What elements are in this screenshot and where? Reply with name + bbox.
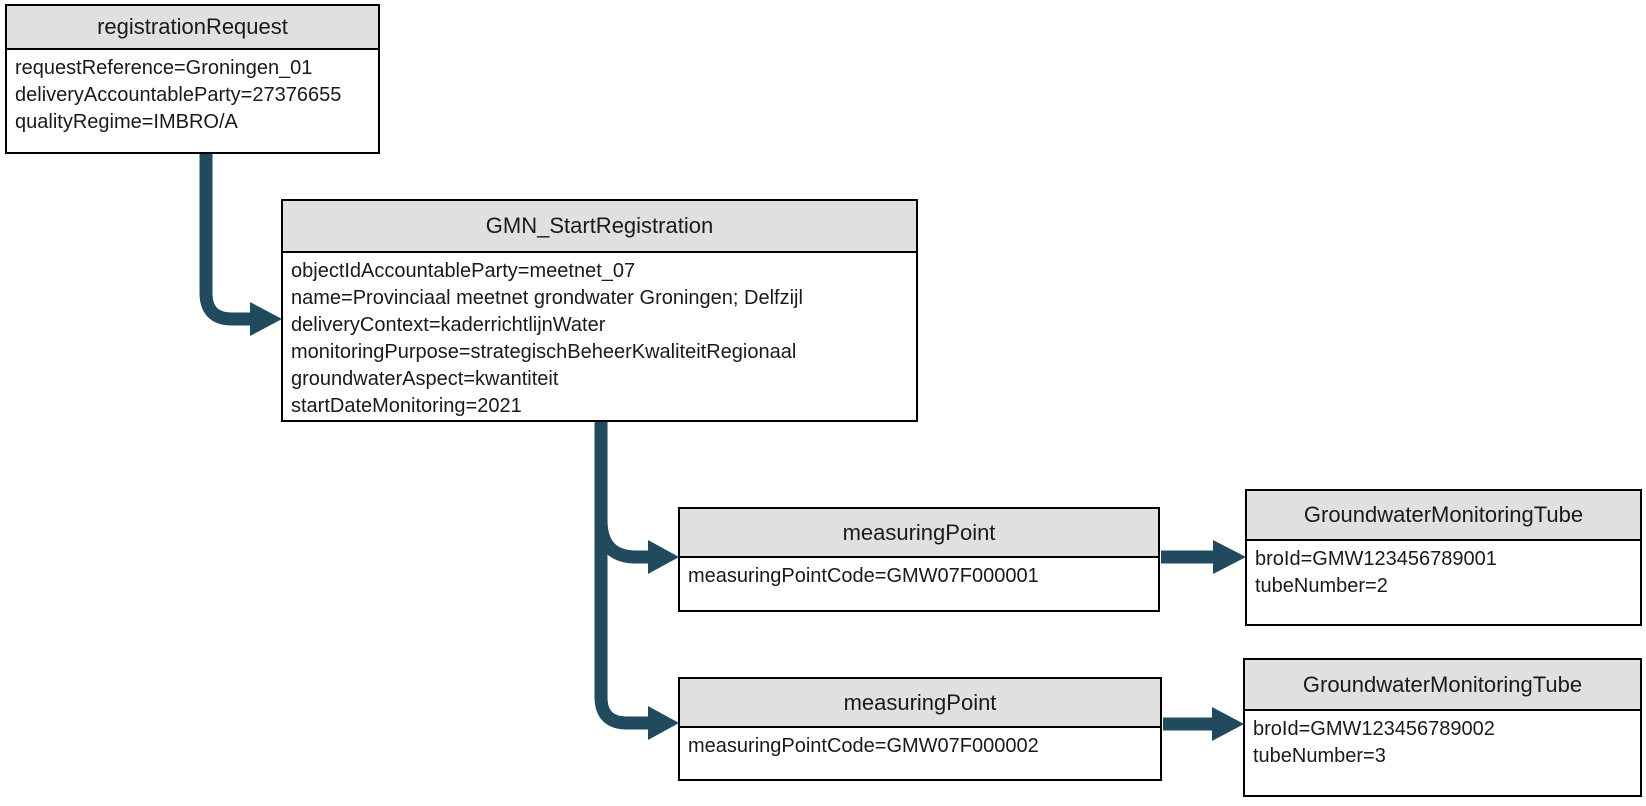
attribute-line: name=Provinciaal meetnet grondwater Gron…: [291, 287, 803, 309]
arrow-gmn-to-measuring-point-1: [594, 420, 679, 730]
measuring-point-2-box: measuringPoint measuringPointCode=GMW07F…: [678, 677, 1162, 781]
attribute-line: measuringPointCode=GMW07F000001: [688, 565, 1039, 587]
arrow-gmn-to-measuring-point-2: [648, 706, 679, 740]
gmn-start-registration-title: GMN_StartRegistration: [485, 213, 714, 238]
measuring-point-1-header: measuringPoint: [680, 509, 1158, 558]
gmn-start-registration-box: GMN_StartRegistration objectIdAccountabl…: [281, 199, 918, 422]
attribute-line: deliveryAccountableParty=27376655: [15, 84, 342, 106]
attribute-line: requestReference=Groningen_01: [15, 57, 313, 79]
attribute-line: measuringPointCode=GMW07F000002: [688, 735, 1039, 757]
attribute-line: deliveryContext=kaderrichtlijnWater: [291, 314, 606, 336]
registration-request-title: registrationRequest: [97, 14, 288, 39]
gmn-start-registration-header: GMN_StartRegistration: [283, 201, 916, 253]
arrow-measuring-point-1-to-tube-1: [1161, 540, 1246, 574]
registration-request-header: registrationRequest: [7, 6, 378, 50]
groundwater-monitoring-tube-1-box: GroundwaterMonitoringTube broId=GMW12345…: [1245, 489, 1642, 626]
attribute-line: tubeNumber=3: [1253, 745, 1386, 767]
attribute-line: objectIdAccountableParty=meetnet_07: [291, 260, 636, 282]
attribute-line: qualityRegime=IMBRO/A: [15, 111, 238, 133]
groundwater-monitoring-tube-2-body: broId=GMW123456789002 tubeNumber=3: [1245, 711, 1640, 795]
attribute-line: groundwaterAspect=kwantiteit: [291, 368, 559, 390]
measuring-point-2-title: measuringPoint: [843, 689, 997, 715]
measuring-point-1-body: measuringPointCode=GMW07F000001: [680, 558, 1158, 610]
attribute-line: broId=GMW123456789002: [1253, 718, 1495, 740]
registration-request-box: registrationRequest requestReference=Gro…: [5, 4, 380, 154]
groundwater-monitoring-tube-2-box: GroundwaterMonitoringTube broId=GMW12345…: [1243, 658, 1642, 797]
groundwater-monitoring-tube-2-header: GroundwaterMonitoringTube: [1245, 660, 1640, 711]
attribute-line: monitoringPurpose=strategischBeheerKwali…: [291, 341, 797, 363]
attribute-line: broId=GMW123456789001: [1255, 548, 1497, 570]
groundwater-monitoring-tube-1-title: GroundwaterMonitoringTube: [1303, 502, 1584, 527]
groundwater-monitoring-tube-1-body: broId=GMW123456789001 tubeNumber=2: [1247, 541, 1640, 624]
measuring-point-2-header: measuringPoint: [680, 679, 1160, 728]
registration-request-body: requestReference=Groningen_01 deliveryAc…: [7, 50, 378, 152]
attribute-line: tubeNumber=2: [1255, 575, 1388, 597]
arrow-measuring-point-2-to-tube-2: [1163, 707, 1244, 741]
arrow-registration-to-gmn: [199, 154, 282, 336]
gmn-start-registration-body: objectIdAccountableParty=meetnet_07 name…: [283, 253, 916, 420]
groundwater-monitoring-tube-2-title: GroundwaterMonitoringTube: [1302, 671, 1583, 697]
measuring-point-1-box: measuringPoint measuringPointCode=GMW07F…: [678, 507, 1160, 612]
measuring-point-2-body: measuringPointCode=GMW07F000002: [680, 728, 1160, 779]
attribute-line: startDateMonitoring=2021: [291, 395, 522, 417]
groundwater-monitoring-tube-1-header: GroundwaterMonitoringTube: [1247, 491, 1640, 541]
measuring-point-1-title: measuringPoint: [842, 519, 996, 545]
